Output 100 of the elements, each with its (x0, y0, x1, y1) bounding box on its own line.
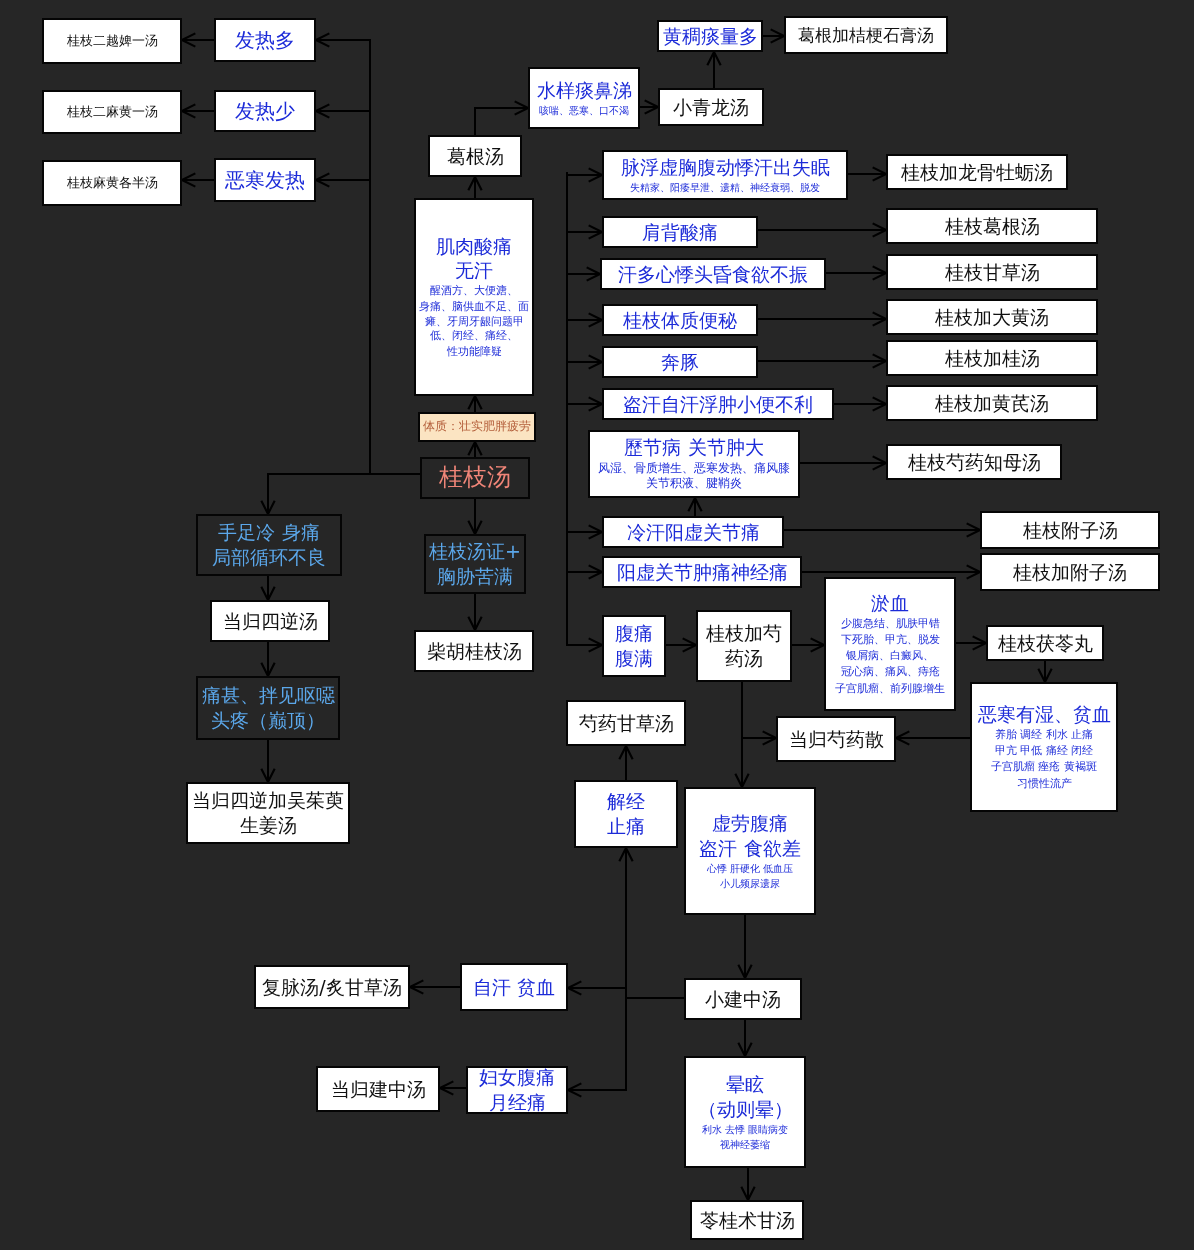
formula-name: 复脉汤/炙甘草汤 (262, 974, 402, 1000)
arrow (706, 50, 722, 89)
indication-text: 甲亢 甲低 痛经 闭经 (994, 744, 1094, 759)
symptom-text: 盗汗 食欲差 (699, 836, 801, 861)
symptom-box (602, 615, 666, 677)
formula-box (254, 965, 410, 1009)
symptom-text: 汗多心悸头昏食欲不振 (618, 261, 808, 287)
formula-box (566, 700, 686, 746)
formula-name: 当归四逆加吴茱萸生姜汤 (191, 788, 345, 838)
indication-text: 醒酒方、大便溏、 (430, 283, 518, 299)
symptom-text: 月经痛 (488, 1090, 546, 1115)
symptom-box (574, 780, 678, 848)
symptom-text: （动则晕） (697, 1097, 793, 1122)
symptom-box (684, 1056, 806, 1168)
arrow (467, 498, 483, 536)
indication-text: 子宫肌瘤、前列腺增生 (835, 681, 945, 697)
arrow (618, 744, 634, 781)
symptom-text: 冷汗阳虚关节痛 (626, 519, 760, 545)
arrow (1037, 660, 1053, 684)
symptom-text: 腹满 (615, 646, 653, 671)
arrow (180, 32, 215, 48)
formula-box (414, 630, 534, 672)
symptom-text: 肩背酸痛 (642, 219, 718, 245)
symptom-box (602, 516, 784, 548)
symptom-text: 局部循环不良 (212, 545, 326, 570)
symptom-text: 痛甚、拌见呕噁 (201, 683, 335, 708)
formula-name: 桂枝芍药知母汤 (907, 449, 1041, 475)
formula-name: 葛根汤 (446, 143, 504, 169)
indication-text: 子宫肌瘤 痤疮 黄褐斑 (991, 760, 1097, 775)
symptom-box (602, 304, 758, 336)
arrow (467, 593, 483, 632)
indication-text: 养胎 调经 利水 止痛 (994, 727, 1094, 743)
arrow (639, 99, 660, 115)
arrow (757, 353, 888, 369)
symptom-box (970, 682, 1118, 812)
formula-name: 当归四逆汤 (222, 608, 318, 634)
indication-text: 失精家、阳痿早泄、遗精、神经衰弱、脱发 (630, 180, 820, 194)
arrow (260, 575, 276, 602)
formula-name: 桂枝二麻黄一汤 (66, 103, 158, 121)
symptom-box (214, 158, 316, 202)
indication-text: 少腹急结、肌肤甲错 (840, 616, 940, 631)
formula-box (986, 625, 1104, 661)
formula-box (886, 299, 1098, 335)
indication-text: 下死胎、甲亢、脱发 (840, 632, 940, 648)
arrow (757, 222, 888, 238)
formula-box (886, 254, 1098, 290)
symptom-box (824, 577, 956, 711)
symptom-text: 水样痰鼻涕 (536, 78, 632, 103)
arrow (799, 455, 888, 471)
arrow (180, 172, 215, 188)
symptom-box (196, 514, 342, 576)
arrow (847, 166, 888, 182)
formula-name: 桂枝加龙骨牡蛎汤 (901, 159, 1053, 185)
arrow (408, 979, 461, 995)
formula-box (886, 208, 1098, 244)
symptom-text: 妇女腹痛 (479, 1065, 555, 1090)
symptom-text: 桂枝体质便秘 (623, 307, 737, 333)
symptom-box (602, 346, 758, 378)
formula-name: 当归建中汤 (330, 1076, 426, 1102)
formula-box (690, 1200, 804, 1240)
symptom-box (602, 556, 802, 588)
formula-name: 桂枝茯苓丸 (997, 630, 1093, 656)
arrow (687, 496, 703, 517)
formula-box (42, 160, 182, 206)
arrow (737, 1019, 753, 1058)
formula-name: 柴胡桂枝汤 (426, 638, 522, 664)
symptom-text: 桂枝汤证+ (429, 539, 521, 564)
arrow (474, 100, 530, 136)
symptom-text: 自汗 贫血 (472, 974, 555, 1000)
arrow (467, 175, 483, 199)
symptom-text: 脉浮虚胸腹动悸汗出失眠 (620, 155, 830, 180)
formula-name: 桂枝加大黄汤 (935, 304, 1049, 330)
symptom-text: 解经 (607, 789, 645, 814)
indication-text: 习惯性流产 (1016, 776, 1072, 791)
formula-box (886, 340, 1098, 376)
symptom-text: 恶寒发热 (225, 167, 305, 193)
symptom-box (602, 150, 848, 200)
formula-box (980, 553, 1160, 591)
symptom-text: 发热少 (235, 98, 295, 124)
arrow (825, 265, 888, 281)
arrow (955, 635, 988, 651)
arrow (737, 914, 753, 980)
arrow (801, 564, 982, 580)
formula-name: 桂枝二越婢一汤 (66, 32, 158, 50)
formula-name: 桂枝汤 (439, 462, 511, 494)
indication-text: 冠心病、痛风、痔疮 (840, 665, 940, 680)
symptom-text: 阳虚关节肿痛神经痛 (616, 559, 788, 585)
arrow (438, 1080, 467, 1096)
indication-text: 视神经萎缩 (720, 1137, 770, 1151)
symptom-text: 奔豚 (661, 349, 699, 375)
indication-text: 心悸 肝硬化 低血压 (706, 861, 794, 875)
indication-text: 银屑病、白癜风、 (846, 649, 934, 664)
formula-box (684, 978, 802, 1020)
formula-box (428, 135, 522, 177)
formula-box (886, 385, 1098, 421)
arrow (467, 394, 483, 413)
indication-text: 身痛、脑供血不足、面瘫、牙周牙龈问题甲低、闭经、痛经、 (419, 300, 529, 344)
symptom-text: 胸胁苦满 (437, 564, 513, 589)
formula-box (316, 1066, 440, 1112)
arrow (260, 739, 276, 784)
